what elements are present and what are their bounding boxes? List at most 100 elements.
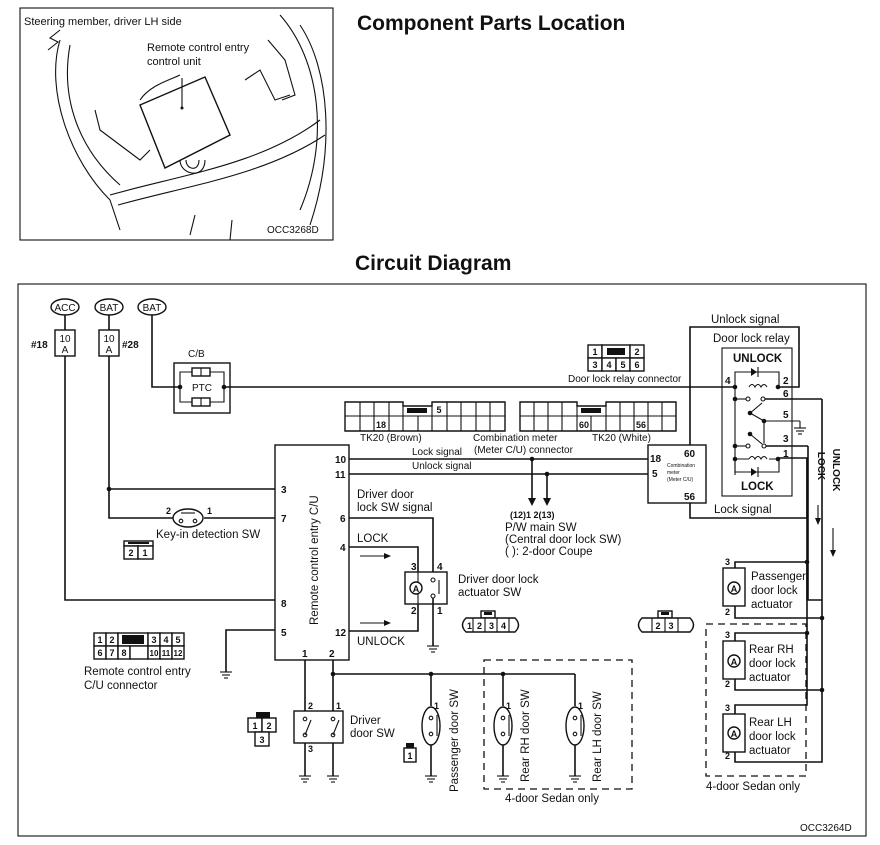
cu-conn-pin: 1 bbox=[97, 635, 102, 645]
vertical-unlock-label: UNLOCK bbox=[830, 449, 841, 557]
pw-main-label1: P/W main SW bbox=[505, 522, 577, 534]
meter-label3: (Meter C/U) bbox=[667, 477, 693, 483]
ground-symbol bbox=[220, 671, 232, 679]
fuse28-amp: 10 bbox=[103, 334, 115, 345]
cb-label: C/B bbox=[188, 349, 205, 360]
door-sw-conn-pin: 3 bbox=[259, 735, 264, 745]
actuator-pin-3: 3 bbox=[411, 562, 417, 573]
meter-pin-60: 60 bbox=[684, 449, 696, 460]
motor-symbol: A bbox=[731, 729, 738, 739]
driver-door-sw-label2: door SW bbox=[350, 728, 395, 740]
pw-main-switch-label: (12)1 2(13) P/W main SW (Central door lo… bbox=[505, 510, 621, 558]
driver-door-switch: 2 1 3 Driver door SW 1 2 3 bbox=[247, 701, 395, 783]
lock-signal-relay-label: Lock signal bbox=[714, 504, 772, 516]
pw-main-pins: (12)1 2(13) bbox=[510, 510, 555, 520]
relay-connector-label: Door lock relay connector bbox=[568, 374, 682, 385]
relay-conn-pin: 6 bbox=[634, 360, 639, 370]
motor-symbol: A bbox=[731, 657, 738, 667]
relay-pin-4: 4 bbox=[725, 376, 731, 387]
bat2-label: BAT bbox=[143, 303, 162, 314]
cu-pin-8: 8 bbox=[281, 599, 287, 610]
label-steering-member: Steering member, driver LH side bbox=[24, 16, 182, 28]
driver-lock-sw-signal-label1: Driver door bbox=[357, 489, 414, 501]
driver-door-lock-actuator: A 3 4 2 1 Driver door lock actuator SW 1… bbox=[404, 562, 539, 653]
cu-conn-pin: 6 bbox=[97, 648, 102, 658]
actuator-conn-pin: 2 bbox=[655, 621, 660, 631]
brown-conn-pin: 18 bbox=[376, 420, 386, 430]
cu-conn-pin: 11 bbox=[162, 649, 171, 658]
relay-pin-6: 6 bbox=[783, 389, 789, 400]
actuator-conn-pin: 3 bbox=[668, 621, 673, 631]
unlock-label: UNLOCK bbox=[357, 636, 405, 648]
rear-lh-door-sw-label: Rear LH door SW bbox=[592, 691, 604, 782]
cu-connector-label2: C/U connector bbox=[84, 680, 158, 692]
white-conn-pin: 60 bbox=[579, 420, 589, 430]
heading-circuit-diagram: Circuit Diagram bbox=[355, 252, 511, 275]
fuse18-unit: A bbox=[62, 345, 69, 356]
relay-conn-pin: 5 bbox=[620, 360, 625, 370]
pw-main-label3: ( ): 2-door Coupe bbox=[505, 546, 593, 558]
rear-rh-actuator-label3: actuator bbox=[749, 672, 791, 684]
rear-rh-actuator-label1: Rear RH bbox=[749, 644, 794, 656]
location-figure: Steering member, driver LH side Remote c… bbox=[19, 7, 334, 241]
cu-pin-10: 10 bbox=[335, 455, 347, 466]
remote-control-entry-cu: Remote control entry C/U 3 7 8 5 10 11 6… bbox=[274, 444, 350, 661]
driver-door-sw-label1: Driver bbox=[350, 715, 381, 727]
relay-pin-3: 3 bbox=[783, 434, 789, 445]
key-conn-pin: 1 bbox=[142, 548, 147, 558]
door-sw-pin-1: 1 bbox=[336, 701, 341, 711]
actuator-pin-3: 3 bbox=[725, 630, 730, 640]
cu-conn-pin: 5 bbox=[175, 635, 180, 645]
cu-pin-6: 6 bbox=[340, 514, 346, 525]
rear-rh-actuator-label2: door lock bbox=[749, 658, 796, 670]
cu-pin-1: 1 bbox=[302, 649, 308, 660]
fuse28-unit: A bbox=[106, 345, 113, 356]
door-lock-relay-title: Door lock relay bbox=[713, 333, 790, 345]
relay-unlock-label: UNLOCK bbox=[733, 353, 783, 365]
cu-conn-pin: 2 bbox=[109, 635, 114, 645]
driver-lock-sw-signal-label2: lock SW signal bbox=[357, 502, 432, 514]
cu-pin-3: 3 bbox=[281, 485, 287, 496]
actuator-conn-pin: 4 bbox=[501, 621, 506, 631]
relay-conn-pin: 1 bbox=[592, 347, 597, 357]
relay-conn-pin: 3 bbox=[592, 360, 597, 370]
cu-conn-pin: 12 bbox=[174, 649, 183, 658]
sedan-only-box-actuators bbox=[705, 623, 807, 777]
rear-rh-door-switch: 1 Rear RH door SW bbox=[493, 674, 532, 783]
cu-conn-pin: 4 bbox=[163, 635, 168, 645]
cu-pin-2: 2 bbox=[329, 649, 335, 660]
cu-conn-pin: 10 bbox=[150, 649, 159, 658]
motor-symbol: A bbox=[731, 584, 738, 594]
tk20-white-connector: 60 56 TK20 (White) bbox=[519, 401, 677, 444]
vertical-lock-label: LOCK bbox=[815, 452, 826, 525]
rear-lh-actuator-label3: actuator bbox=[749, 745, 791, 757]
cu-pin-12: 12 bbox=[335, 628, 347, 639]
tk20-brown-connector: 5 18 TK20 (Brown) bbox=[344, 401, 506, 444]
circuit-frame bbox=[17, 283, 867, 837]
meter-label1: Combination bbox=[667, 463, 695, 469]
rear-lh-sw-pin: 1 bbox=[578, 701, 583, 711]
control-unit-drawing bbox=[139, 76, 231, 169]
door-sw-conn-pin: 1 bbox=[252, 721, 257, 731]
sedan-only-label-switches: 4-door Sedan only bbox=[505, 793, 599, 805]
actuator-conn-pin: 1 bbox=[467, 621, 472, 631]
cu-conn-pin: 7 bbox=[109, 648, 114, 658]
driver-actuator-label1: Driver door lock bbox=[458, 574, 539, 586]
rear-lh-door-lock-actuator: A 3 2 Rear LH door lock actuator bbox=[722, 633, 823, 763]
actuator-pin-2: 2 bbox=[725, 607, 730, 617]
vertical-unlock-text: UNLOCK bbox=[830, 449, 841, 493]
actuator-pin-1: 1 bbox=[437, 606, 443, 617]
door-lock-relay-connector: 1 2 3 4 5 6 Door lock relay connector bbox=[568, 344, 682, 385]
cu-conn-pin: 8 bbox=[121, 648, 126, 658]
bat1-label: BAT bbox=[100, 303, 119, 314]
lock-label: LOCK bbox=[357, 533, 389, 545]
relay-conn-pin: 2 bbox=[634, 347, 639, 357]
remote-cu-connector: 1 2 3 4 5 6 7 8 10 11 12 Remote control … bbox=[84, 632, 191, 692]
passenger-sw-conn-pin: 1 bbox=[407, 751, 412, 761]
passenger-door-switch: 1 Passenger door SW 1 bbox=[403, 674, 461, 792]
figure-code-circuit: OCC3264D bbox=[800, 823, 852, 834]
actuator-conn-pin: 2 bbox=[477, 621, 482, 631]
actuator-pin-2: 2 bbox=[725, 751, 730, 761]
actuator-pin-3: 3 bbox=[725, 557, 730, 567]
